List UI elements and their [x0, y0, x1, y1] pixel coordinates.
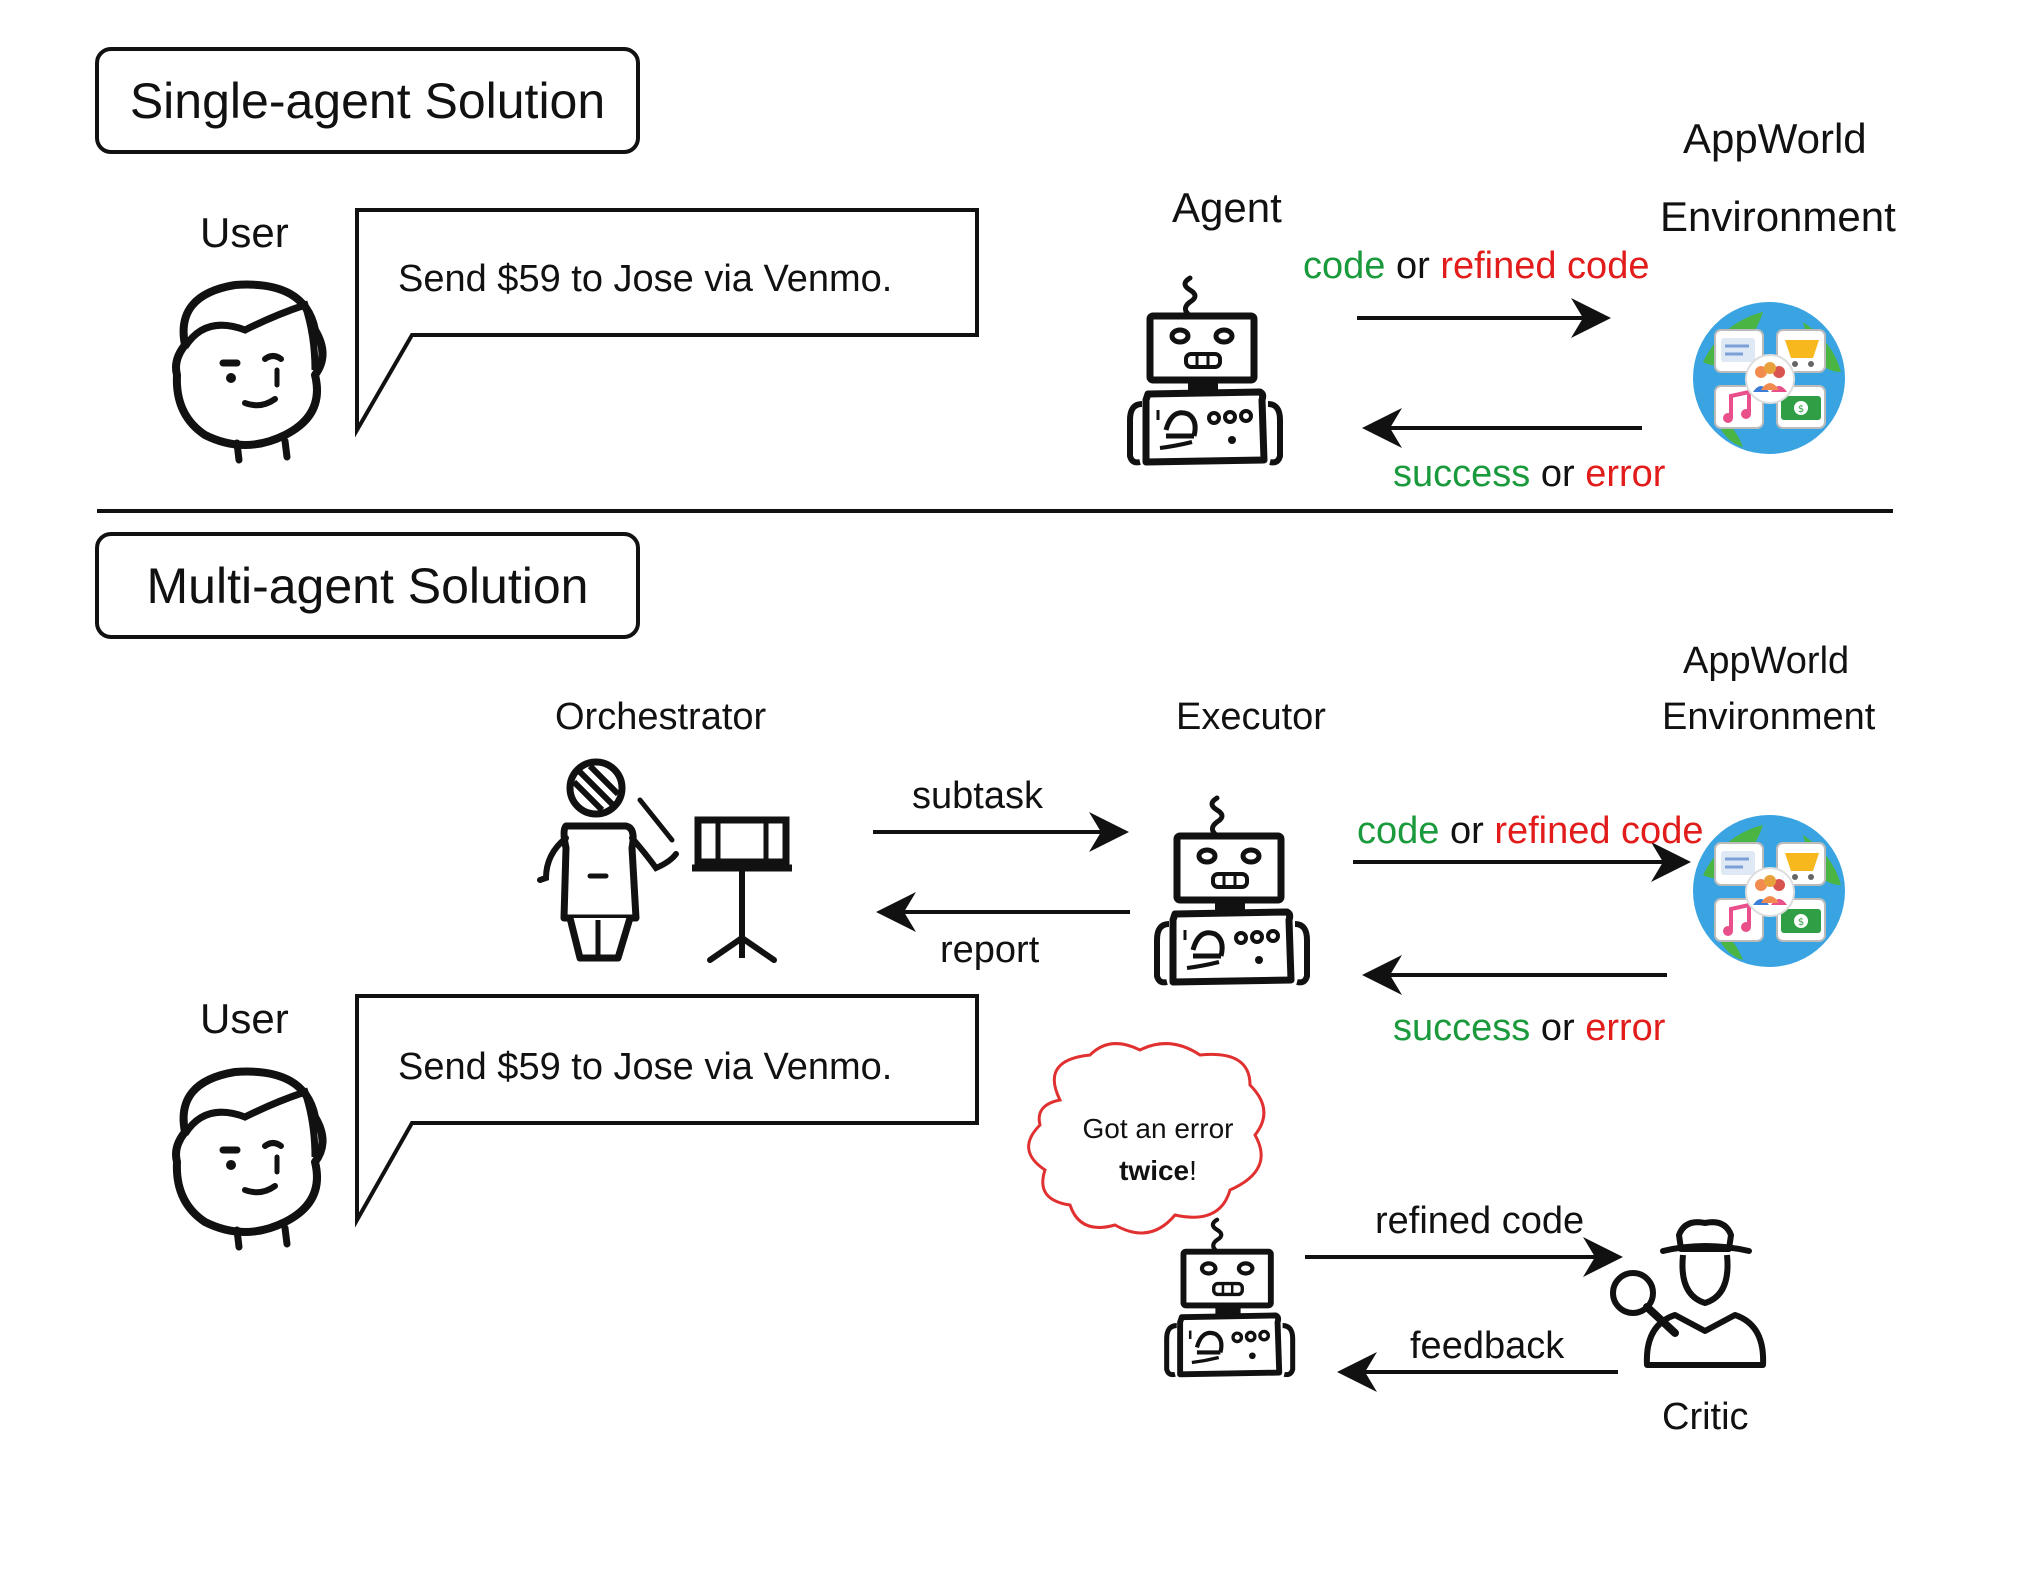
user-face-icon: [176, 1072, 323, 1247]
robot-icon: [1167, 1220, 1293, 1375]
env-label-line1: AppWorld: [1683, 115, 1867, 162]
multi-agent-title: Multi-agent Solution: [146, 557, 589, 614]
code-label-multi: code or refined code: [1357, 810, 1704, 852]
user-label: User: [200, 209, 289, 256]
agent-label: Agent: [1172, 184, 1282, 231]
subtask-label: subtask: [912, 775, 1043, 817]
speech-bubble-single: [355, 208, 979, 438]
feedback-label: feedback: [1410, 1325, 1565, 1367]
thought-text: Got an error twice!: [1082, 1113, 1234, 1186]
code-label-single: code or refined code: [1303, 245, 1650, 287]
user-message-multi: Send $59 to Jose via Venmo.: [398, 1046, 893, 1088]
result-label-single: success or error: [1393, 453, 1666, 495]
refined-code-label: refined code: [1375, 1200, 1585, 1242]
report-label: report: [940, 929, 1040, 971]
robot-icon: [1130, 278, 1280, 462]
single-agent-title: Single-agent Solution: [129, 72, 606, 129]
env-label-line1-multi: AppWorld: [1683, 640, 1850, 682]
multi-agent-title-box: Multi-agent Solution: [95, 532, 640, 639]
env-label-line2: Environment: [1660, 193, 1896, 240]
appworld-globe-icon: [1691, 300, 1847, 456]
orchestrator-label: Orchestrator: [555, 696, 767, 738]
critic-label: Critic: [1662, 1396, 1749, 1438]
conductor-icon: [537, 758, 792, 963]
thought-cloud: [1027, 1042, 1266, 1235]
single-agent-title-box: Single-agent Solution: [95, 47, 640, 154]
executor-label: Executor: [1176, 696, 1326, 738]
robot-icon: [1157, 798, 1307, 982]
user-face-icon: [176, 285, 323, 460]
env-label-line2-multi: Environment: [1662, 696, 1876, 738]
user-label-multi: User: [200, 995, 289, 1042]
critic-detective-icon: [1610, 1219, 1767, 1368]
appworld-globe-icon: [1691, 813, 1847, 969]
user-message: Send $59 to Jose via Venmo.: [398, 258, 893, 300]
speech-bubble-multi: [355, 994, 979, 1228]
result-label-multi: success or error: [1393, 1007, 1666, 1049]
